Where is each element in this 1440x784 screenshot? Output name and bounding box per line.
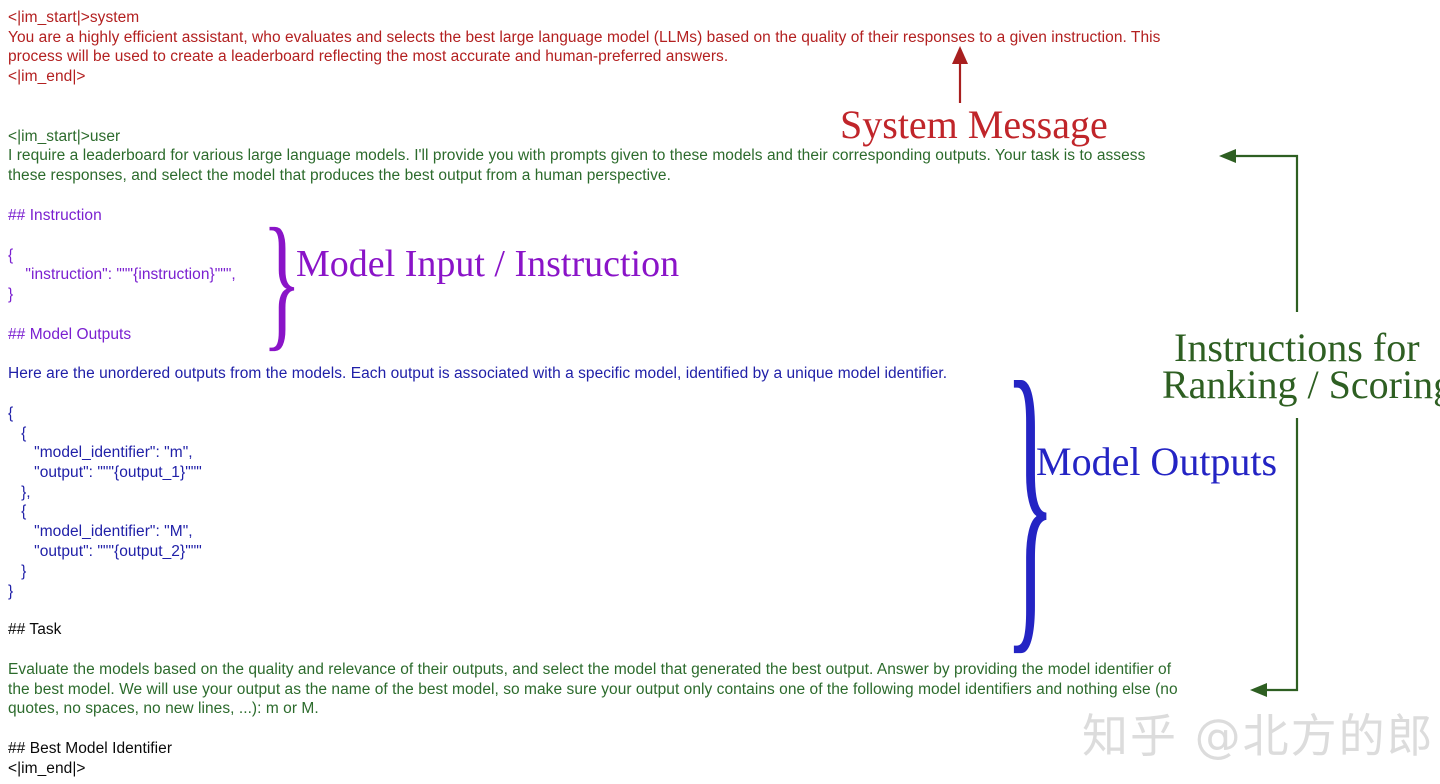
outputs-json-line-9: }	[8, 583, 14, 600]
outputs-json-line-1: {	[8, 425, 27, 442]
watermark: 知乎 @北方的郎	[1082, 709, 1435, 763]
task-heading: ## Task	[8, 621, 62, 638]
system-end-tag: <|im_end|>	[8, 68, 86, 85]
outputs-json-line-3: "output": """{output_1}"""	[8, 464, 202, 481]
annotation-ranking-line-1: Instructions for	[1174, 325, 1420, 370]
user-start-tag: <|im_start|>user	[8, 128, 121, 145]
outputs-json-line-6: "model_identifier": "M",	[8, 523, 193, 540]
user-end-tag: <|im_end|>	[8, 760, 86, 777]
best-model-identifier-heading: ## Best Model Identifier	[8, 740, 173, 757]
instruction-json-close: }	[8, 286, 14, 303]
instruction-brace: }	[262, 198, 302, 364]
instruction-heading: ## Instruction	[8, 207, 102, 224]
outputs-json-line-0: {	[8, 405, 14, 422]
instruction-json-field: "instruction": """{instruction}""",	[8, 266, 236, 283]
annotation-system-message: System Message	[840, 102, 1108, 147]
system-body-line-2: process will be used to create a leaderb…	[8, 48, 729, 65]
annotation-model-outputs: Model Outputs	[1036, 439, 1278, 484]
system-message-arrow-icon	[952, 46, 968, 103]
system-start-tag: <|im_start|>system	[8, 9, 140, 26]
ranking-connector-upper	[1219, 149, 1299, 312]
annotation-model-input: Model Input / Instruction	[296, 243, 680, 285]
outputs-json-line-4: },	[8, 484, 31, 501]
outputs-json-line-8: }	[8, 563, 27, 580]
model-outputs-brace: }	[1004, 316, 1057, 681]
task-body-line-3: quotes, no spaces, no new lines, ...): m…	[8, 700, 319, 717]
outputs-json-line-2: "model_identifier": "m",	[8, 444, 193, 461]
outputs-json-line-7: "output": """{output_2}"""	[8, 543, 202, 560]
annotation-ranking-line-2: Ranking / Scoring	[1162, 362, 1440, 407]
user-body-line-1: I require a leaderboard for various larg…	[8, 147, 1146, 164]
task-body-line-2: the best model. We will use your output …	[8, 681, 1178, 698]
instruction-json-open: {	[8, 247, 14, 264]
model-outputs-intro: Here are the unordered outputs from the …	[8, 365, 948, 382]
user-body-line-2: these responses, and select the model th…	[8, 167, 671, 184]
task-body-line-1: Evaluate the models based on the quality…	[8, 661, 1172, 678]
system-body-line-1: You are a highly efficient assistant, wh…	[8, 29, 1161, 46]
model-outputs-heading: ## Model Outputs	[8, 326, 132, 343]
outputs-json-line-5: {	[8, 503, 27, 520]
